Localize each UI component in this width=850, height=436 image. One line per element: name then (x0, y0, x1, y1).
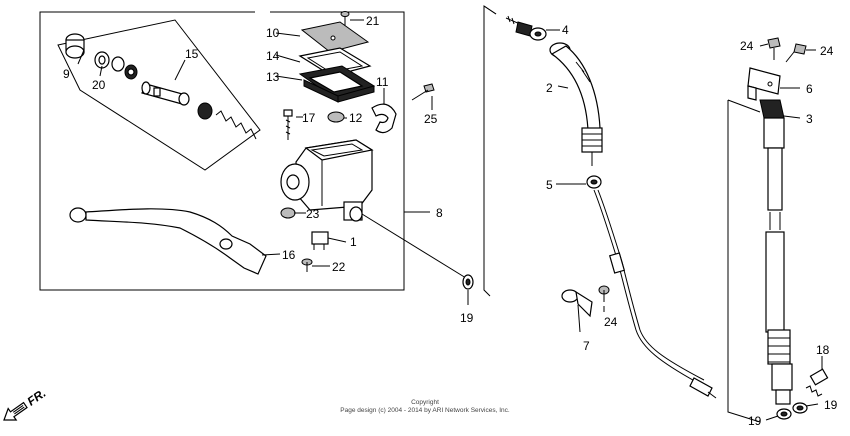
callout-22: 22 (332, 260, 346, 274)
leader-2 (557, 85, 569, 89)
spring (215, 110, 257, 140)
diaphragm-13 (298, 65, 376, 103)
leader-1 (327, 237, 347, 243)
assembly-frame (39, 11, 405, 291)
brake-hose-3 (759, 99, 793, 405)
callout-5: 5 (546, 178, 553, 192)
callout-23: 23 (306, 207, 320, 221)
leader-13 (275, 75, 303, 81)
screw-22 (301, 258, 313, 272)
callout-16: 16 (282, 248, 296, 262)
washer-a (111, 56, 125, 72)
callout-10: 10 (266, 26, 280, 40)
callout-19-left: 19 (460, 311, 474, 325)
nut-23 (280, 207, 296, 219)
bolt-17 (283, 109, 293, 140)
bracket-6 (747, 67, 781, 101)
bolt-24-top-right (785, 43, 807, 63)
leader-10 (275, 32, 301, 37)
leader-14 (275, 54, 301, 63)
leader-15 (174, 59, 186, 81)
master-cylinder-body (280, 139, 374, 222)
callout-8: 8 (436, 206, 443, 220)
copyright-line-1: Copyright (411, 399, 439, 406)
bolt-4 (505, 15, 547, 41)
washer-19-left (462, 274, 474, 305)
callout-24-top-left: 24 (740, 39, 754, 53)
callout-15: 15 (185, 47, 199, 61)
callout-19-bottom: 19 (748, 414, 762, 428)
brake-lever-16 (69, 207, 267, 275)
brake-pipe-5 (586, 175, 717, 399)
callout-21: 21 (366, 14, 380, 28)
callout-19-right: 19 (824, 398, 838, 412)
callout-6: 6 (806, 82, 813, 96)
callout-20: 20 (92, 78, 106, 92)
callout-12: 12 (349, 111, 363, 125)
brake-hose-2 (549, 42, 603, 166)
lower-hose-frame (727, 100, 761, 423)
leader-7 (577, 304, 581, 333)
bolt-24-lower (598, 285, 610, 312)
callout-7: 7 (583, 339, 590, 353)
leader-16 (261, 253, 281, 256)
callout-13: 13 (266, 70, 280, 84)
bolt-24-top-left (767, 37, 781, 60)
screw-21 (340, 11, 350, 26)
leader-19c (805, 403, 819, 407)
leader-20 (99, 65, 103, 77)
front-label: FR. (25, 386, 49, 409)
washer-19-right (792, 402, 808, 414)
cup (197, 102, 213, 120)
switch-1 (311, 231, 329, 250)
boot-9 (65, 33, 85, 59)
callout-18: 18 (816, 343, 830, 357)
holder-11 (371, 103, 397, 134)
plate-14 (298, 47, 372, 77)
callout-14: 14 (266, 49, 280, 63)
front-direction-marker: FR. (3, 386, 49, 421)
leader-19b (765, 415, 779, 421)
copyright-line-2: Page design (c) 2004 - 2014 by ARI Netwo… (340, 407, 510, 414)
piston (141, 81, 190, 106)
washer-19-mid (776, 408, 792, 420)
clamp-7 (561, 289, 593, 318)
leader-banjo (361, 213, 467, 279)
banjo-bolt-18 (805, 368, 829, 397)
callout-11: 11 (376, 75, 389, 89)
leader-24a (759, 43, 769, 47)
callout-25: 25 (424, 112, 438, 126)
upper-hose-group (483, 5, 717, 399)
lower-hose-group (727, 37, 829, 423)
piston-kit-outline (57, 19, 261, 171)
leader-3 (783, 115, 801, 119)
bush-12 (327, 111, 345, 123)
leader-9 (77, 49, 85, 65)
bolt-25 (411, 83, 435, 110)
callout-2: 2 (546, 81, 553, 95)
callout-3: 3 (806, 112, 813, 126)
callout-9: 9 (63, 67, 70, 81)
callout-4: 4 (562, 23, 569, 37)
master-cylinder-group (39, 11, 430, 291)
reservoir-cap-10 (300, 21, 370, 53)
callout-24-top-right: 24 (820, 44, 834, 58)
callout-24-mid: 24 (604, 315, 618, 329)
hose-group-frame (483, 5, 497, 297)
callout-1: 1 (350, 235, 357, 249)
callout-17: 17 (302, 111, 316, 125)
